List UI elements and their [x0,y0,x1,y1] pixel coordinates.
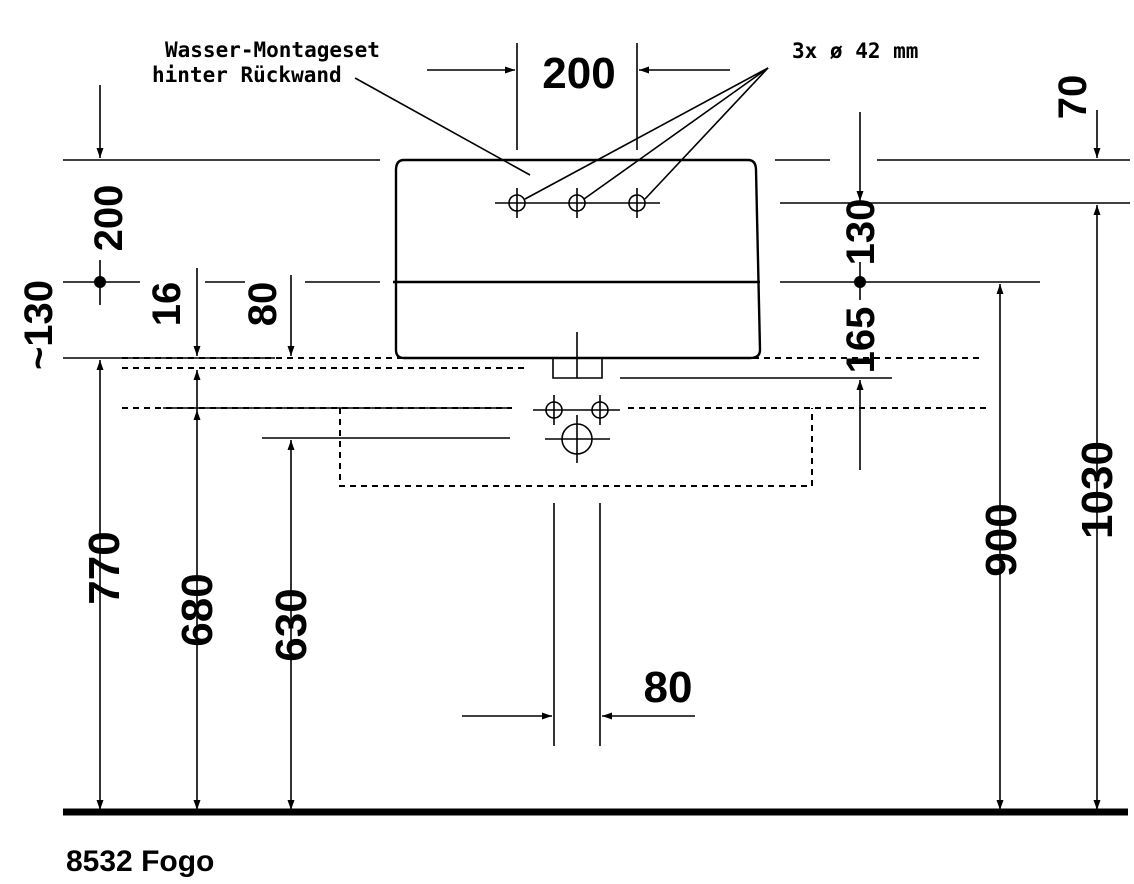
extension-lines [63,159,1130,439]
mounting-set-label: Wasser-Montageset [165,38,380,62]
dim-pipe-80: 80 [644,663,693,712]
dim-680: 680 [173,573,222,646]
siphon [533,332,620,746]
basin-outline [393,158,762,360]
dim-approx-130: ~130 [17,280,61,370]
left-dimensions [94,85,295,810]
dim-80-left: 80 [241,282,285,327]
dim-900: 900 [977,503,1026,576]
dashed-wall-lines [122,357,990,487]
dimension-200-top [427,43,730,150]
dim-16: 16 [145,282,189,327]
dim-770: 770 [80,531,129,604]
dim-1030: 1030 [1073,441,1122,539]
dim-200-left: 200 [87,185,131,252]
dim-165: 165 [839,307,883,374]
dim-130-right: 130 [839,199,883,266]
right-dimensions [854,110,1101,810]
dim-200-top: 200 [542,49,615,98]
mounting-set-label-2: hinter Rückwand [152,63,342,87]
cabinet-outline [339,408,813,487]
tap-holes [495,188,660,218]
product-title: 8532 Fogo [66,845,214,878]
dim-630: 630 [267,588,316,661]
holes-label: 3x ø 42 mm [792,39,918,63]
dim-70: 70 [1051,75,1095,120]
leader-lines [354,67,769,200]
